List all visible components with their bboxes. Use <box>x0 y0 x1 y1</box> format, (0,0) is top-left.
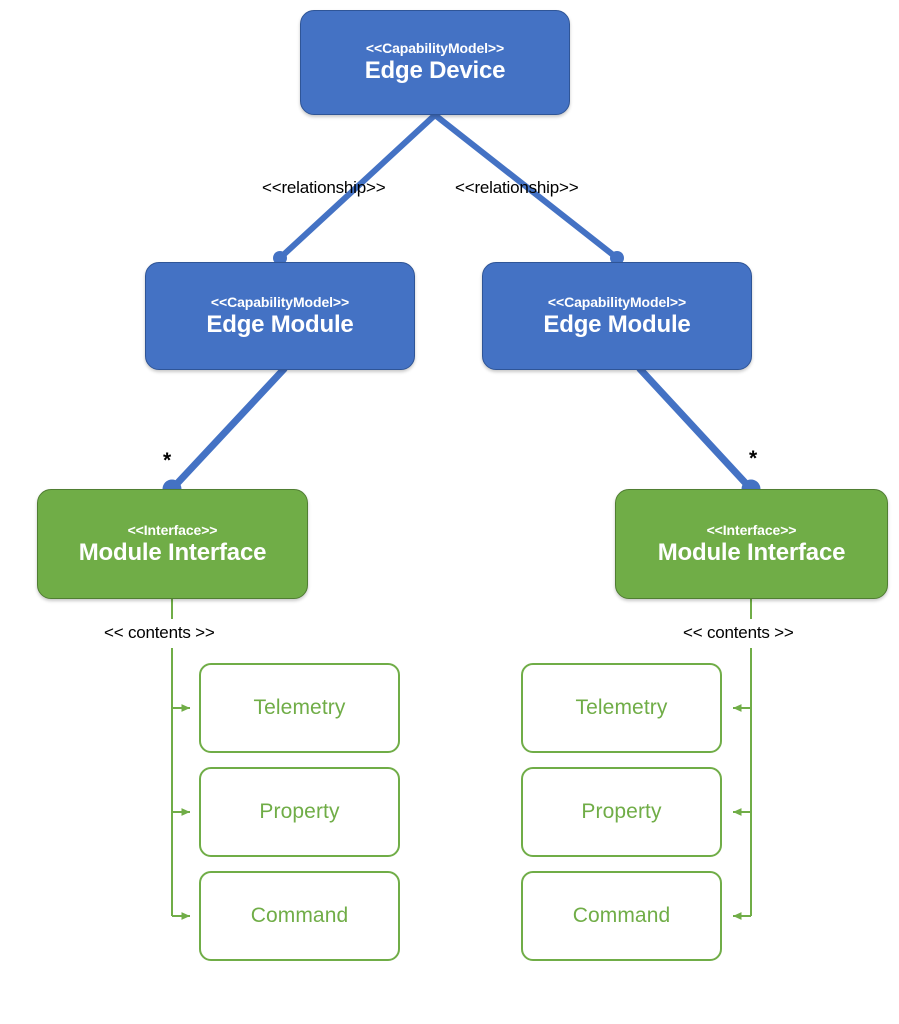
node-content-right-property-title: Property <box>581 799 662 823</box>
node-edge-module-left-stereotype: <<CapabilityModel>> <box>210 293 350 310</box>
node-module-interface-right[interactable]: <<Interface>> Module Interface <box>615 489 888 599</box>
node-content-right-telemetry[interactable]: Telemetry <box>521 663 722 753</box>
node-content-right-property[interactable]: Property <box>521 767 722 857</box>
node-content-left-telemetry-title: Telemetry <box>253 695 346 719</box>
node-module-interface-left[interactable]: <<Interface>> Module Interface <box>37 489 308 599</box>
connector-left-module-to-interface <box>162 365 288 499</box>
connector-right-contents-tree <box>733 599 752 920</box>
node-module-interface-right-title: Module Interface <box>657 538 846 566</box>
node-edge-device-title: Edge Device <box>364 57 506 85</box>
node-edge-module-right-title: Edge Module <box>543 310 691 338</box>
node-edge-device-stereotype: <<CapabilityModel>> <box>365 40 505 57</box>
edge-label-contents-left: << contents >> <box>104 623 215 642</box>
node-content-right-command[interactable]: Command <box>521 871 722 961</box>
node-content-right-telemetry-title: Telemetry <box>575 695 668 719</box>
node-edge-module-right[interactable]: <<CapabilityModel>> Edge Module <box>482 262 752 370</box>
multiplicity-right: * <box>749 447 758 470</box>
node-content-left-command-title: Command <box>250 903 349 927</box>
node-edge-device[interactable]: <<CapabilityModel>> Edge Device <box>300 10 570 115</box>
node-module-interface-right-stereotype: <<Interface>> <box>706 521 797 538</box>
node-edge-module-right-stereotype: <<CapabilityModel>> <box>547 293 687 310</box>
node-module-interface-left-title: Module Interface <box>78 538 267 566</box>
node-content-right-command-title: Command <box>572 903 671 927</box>
node-content-left-property[interactable]: Property <box>199 767 400 857</box>
node-edge-module-left-title: Edge Module <box>206 310 354 338</box>
node-content-left-property-title: Property <box>259 799 340 823</box>
edge-label-contents-right: << contents >> <box>683 623 794 642</box>
multiplicity-left: * <box>163 449 172 472</box>
edge-label-relationship-left: <<relationship>> <box>262 178 386 197</box>
node-content-left-telemetry[interactable]: Telemetry <box>199 663 400 753</box>
node-edge-module-left[interactable]: <<CapabilityModel>> Edge Module <box>145 262 415 370</box>
edge-label-relationship-right: <<relationship>> <box>455 178 579 197</box>
node-content-left-command[interactable]: Command <box>199 871 400 961</box>
connector-left-contents-tree <box>171 599 190 920</box>
connector-right-module-to-interface <box>636 365 761 499</box>
node-module-interface-left-stereotype: <<Interface>> <box>127 521 218 538</box>
